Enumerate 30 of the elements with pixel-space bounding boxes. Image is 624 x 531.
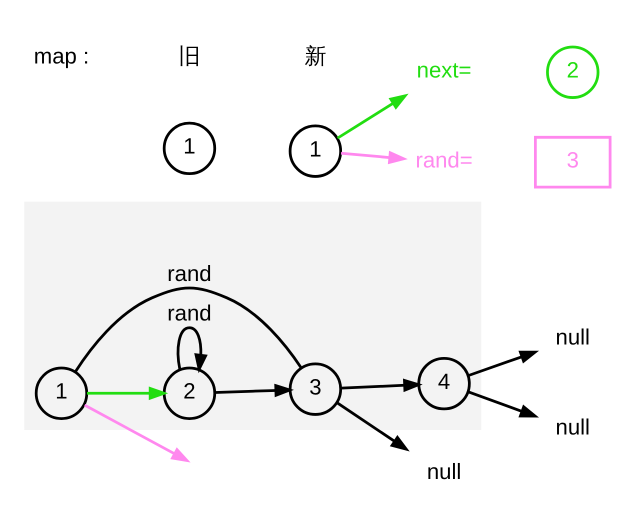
node-text: null	[426, 458, 462, 484]
arrow	[336, 93, 409, 139]
arrow	[340, 378, 423, 392]
node-circle: 1	[288, 124, 342, 178]
edge-label: rand	[167, 260, 212, 286]
arrow	[340, 150, 408, 164]
node-circle: 4	[417, 356, 471, 410]
node-box: 3	[534, 135, 612, 188]
arrow	[336, 401, 410, 451]
node-circle: 2	[162, 366, 216, 420]
label: 旧	[178, 43, 200, 68]
label: map :	[34, 43, 90, 68]
arrow	[215, 383, 294, 397]
node-circle: 1	[34, 366, 88, 420]
node-text: null	[556, 414, 590, 440]
node-text: rand=	[415, 146, 473, 172]
edge-label: rand	[167, 300, 212, 326]
node-text: next=	[416, 57, 472, 82]
node-text: null	[556, 324, 590, 350]
arrow	[468, 350, 540, 376]
arrow	[468, 390, 539, 418]
cluster	[24, 201, 482, 430]
connector	[74, 286, 302, 372]
node-circle: 2	[546, 45, 600, 98]
node-circle: 1	[162, 121, 216, 175]
arrow	[176, 326, 208, 373]
arrow	[84, 403, 191, 462]
node-circle: 3	[288, 362, 342, 416]
label: 新	[304, 43, 326, 68]
arrow	[87, 386, 168, 400]
